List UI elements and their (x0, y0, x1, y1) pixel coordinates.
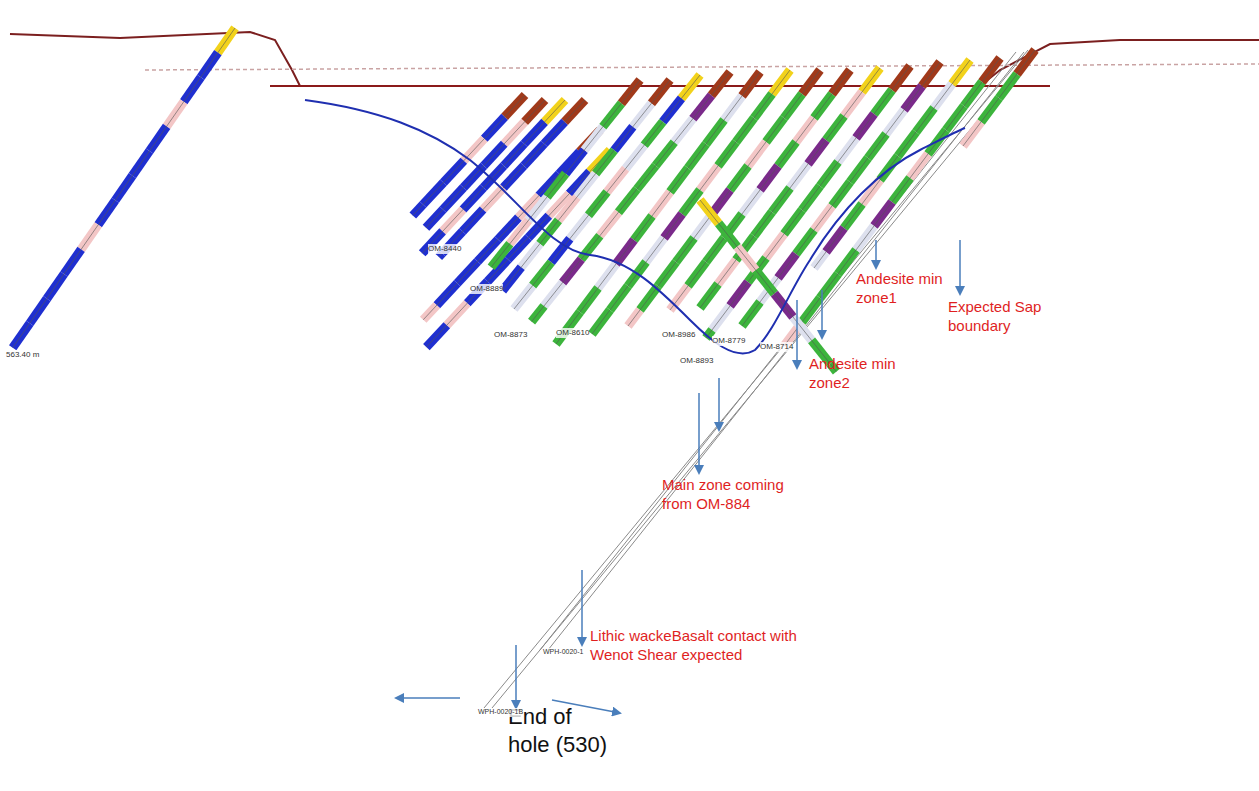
drill-hole-axis (556, 72, 760, 344)
drill-hole-axis (963, 50, 1035, 146)
drill-hole-axis (503, 80, 670, 291)
drill-hole-axis (670, 70, 850, 310)
hole-label: OM-8440 (428, 244, 461, 254)
drill-hole-axis (491, 80, 640, 267)
contact-line (305, 100, 965, 353)
annotation-text: Lithic wackeBasalt contact with Wenot Sh… (590, 627, 830, 665)
annotation-text: Main zone coming from OM-884 (662, 476, 812, 514)
planned-hole (492, 50, 1036, 708)
planned-hole (484, 50, 1028, 708)
drill-hole-axis (700, 200, 836, 372)
hole-label: OM-8779 (712, 336, 745, 346)
annotation-text: Andesite min zone1 (856, 270, 966, 308)
drill-hole-axis (700, 68, 880, 308)
hole-label: OM-8986 (662, 330, 695, 340)
annotation-text: Andesite min zone2 (809, 355, 919, 393)
drill-hole-axis (514, 75, 700, 309)
hole-label: OM-8610 (556, 328, 589, 338)
drill-hole-axis (814, 60, 970, 268)
drill-hole-axis (532, 72, 730, 322)
hole-label: 563.40 m (6, 350, 39, 360)
planned-hole (548, 52, 1024, 650)
hole-label: OM-8889 (470, 284, 503, 294)
hole-label: WPH-0020-1 (543, 648, 583, 657)
hole-label: OM-8893 (680, 356, 713, 366)
planned-hole (540, 52, 1016, 650)
drill-hole-axis (592, 70, 790, 334)
drill-hole-axis (439, 100, 585, 257)
callout-arrows (396, 240, 960, 713)
drill-hole-axis (426, 150, 610, 347)
hole-label: OM-8714 (760, 342, 793, 352)
drill-hole-axis (13, 28, 235, 348)
hole-label: OM-8873 (494, 330, 527, 340)
drill-hole-axis (413, 95, 525, 215)
hole-label: WPH-0020-1B (478, 708, 523, 717)
surface-line (145, 64, 1259, 70)
annotation-text: Expected Sap boundary (948, 298, 1058, 336)
drill-hole-axis (423, 130, 600, 320)
